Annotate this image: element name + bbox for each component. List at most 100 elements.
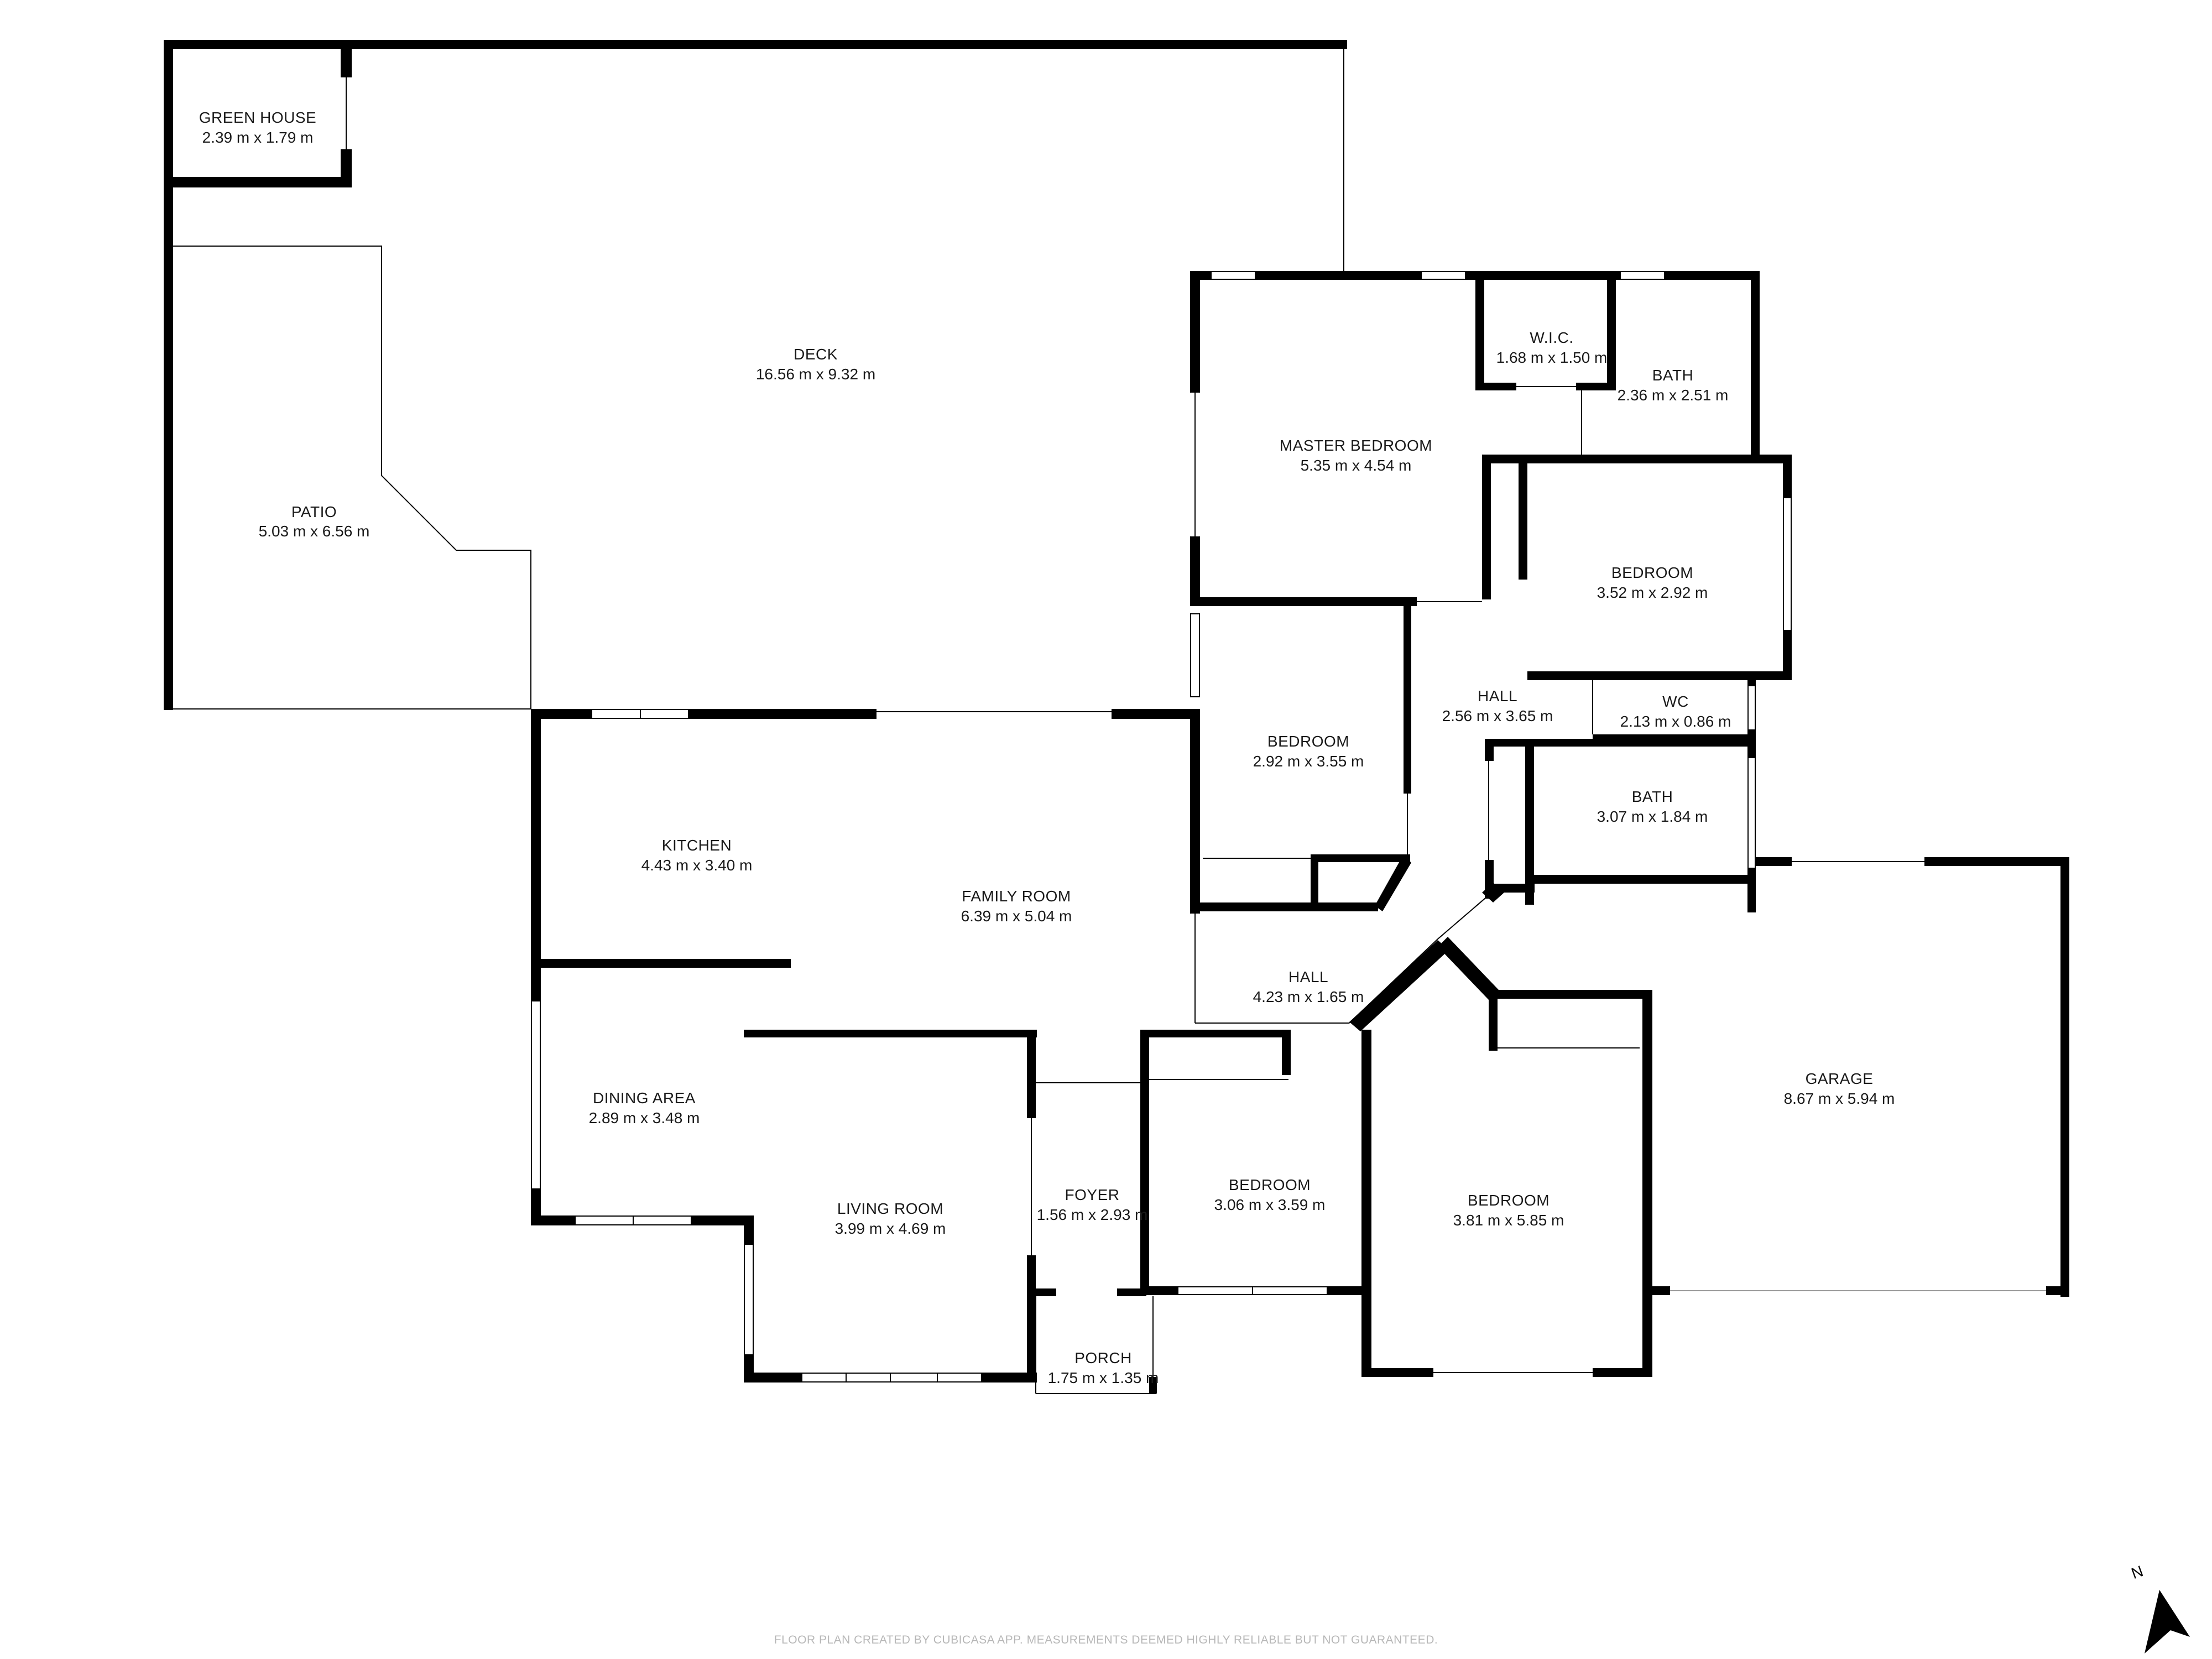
center-angle-wall xyxy=(1375,854,1411,911)
hall-south-dims: 4.23 m x 1.65 m xyxy=(1253,988,1364,1005)
se-bedroom-closet-north xyxy=(1489,990,1652,999)
se-bedroom-angle-wall xyxy=(1349,940,1449,1031)
center-closet-top xyxy=(1311,854,1410,862)
hall-south-label: HALL xyxy=(1288,968,1328,985)
dining-west-window xyxy=(531,1000,541,1190)
wic-label: W.I.C. xyxy=(1530,329,1573,346)
garage-south-wall-left xyxy=(1648,1286,1670,1295)
bath2-north-wall xyxy=(1485,739,1756,747)
bath2-window xyxy=(1747,757,1756,869)
south-bedroom-north-wall xyxy=(1140,1030,1290,1037)
east-bedroom-label: BEDROOM xyxy=(1611,564,1693,581)
center-bedroom-east-wall xyxy=(1404,597,1411,794)
deck-dims: 16.56 m x 9.32 m xyxy=(756,366,875,383)
east-bedroom-dims: 3.52 m x 2.92 m xyxy=(1597,584,1708,601)
se-bedroom-label: BEDROOM xyxy=(1468,1192,1550,1209)
kitchen-dims: 4.43 m x 3.40 m xyxy=(641,857,753,874)
bath2-outer-west-wall xyxy=(1485,739,1494,761)
se-bedroom-closet-west xyxy=(1489,990,1498,1051)
se-bedroom-dims: 3.81 m x 5.85 m xyxy=(1453,1212,1564,1229)
se-bedroom-angle-wall-2 xyxy=(1438,937,1499,1000)
center-bedroom-north-wall xyxy=(1190,597,1411,605)
living-east-wall xyxy=(1027,1030,1036,1118)
wc-dims: 2.13 m x 0.86 m xyxy=(1620,713,1731,730)
deck-label: DECK xyxy=(794,346,838,363)
hall-diag-line-2 xyxy=(1437,891,1494,940)
wic-east-wall xyxy=(1607,271,1616,390)
garage-angle-wall xyxy=(1482,883,1504,902)
south-bedroom-west-wall xyxy=(1140,1030,1149,1294)
master-bedroom-dims: 5.35 m x 4.54 m xyxy=(1301,457,1412,474)
wic-dims: 1.68 m x 1.50 m xyxy=(1496,349,1608,366)
north-arrow-icon: N xyxy=(2129,1562,2190,1653)
se-bedroom-south-wall-left xyxy=(1361,1368,1433,1377)
patio-label: PATIO xyxy=(291,503,337,520)
kitchen-counter-wall xyxy=(531,959,791,968)
master-west-wall-lower xyxy=(1190,536,1200,600)
garage-east-wall xyxy=(2060,857,2069,1297)
master-west-wall xyxy=(1190,271,1200,393)
living-west-window xyxy=(744,1244,754,1355)
outdoor-structure xyxy=(164,40,1347,710)
green-house-dims: 2.39 m x 1.79 m xyxy=(202,129,314,146)
green-house-label: GREEN HOUSE xyxy=(199,109,316,126)
se-bedroom-east-wall xyxy=(1642,990,1652,1377)
east-bedroom-inner-wall xyxy=(1519,463,1527,580)
kitchen-north-wall xyxy=(531,709,877,719)
master-bath-dims: 2.36 m x 2.51 m xyxy=(1618,387,1729,404)
deck-top-wall xyxy=(164,40,1347,49)
wic-south-wall xyxy=(1475,383,1516,390)
foyer-label: FOYER xyxy=(1065,1186,1120,1203)
family-north-wall xyxy=(1112,709,1200,719)
kitchen-west-wall xyxy=(531,709,541,969)
greenhouse-bottom-wall xyxy=(173,177,352,187)
living-south-window xyxy=(801,1373,982,1383)
dining-area-label: DINING AREA xyxy=(593,1089,696,1107)
wic-south-wall-right xyxy=(1576,383,1616,390)
east-bedroom-west-wall xyxy=(1482,455,1491,599)
porch-east-post xyxy=(1149,1377,1157,1394)
south-bedroom-closet-wall xyxy=(1282,1030,1291,1075)
south-bedroom-label: BEDROOM xyxy=(1229,1176,1311,1193)
bath-dims: 3.07 m x 1.84 m xyxy=(1597,808,1708,825)
living-east-wall-lower xyxy=(1027,1255,1036,1383)
living-north-wall xyxy=(744,1030,1037,1037)
garage-label: GARAGE xyxy=(1806,1070,1874,1087)
patio-dims: 5.03 m x 6.56 m xyxy=(259,523,370,540)
foyer-dims: 1.56 m x 2.93 m xyxy=(1037,1206,1148,1223)
center-bedroom-south-wall xyxy=(1190,902,1378,911)
dining-area-dims: 2.89 m x 3.48 m xyxy=(589,1109,700,1126)
footer-disclaimer: FLOOR PLAN CREATED BY CUBICASA APP. MEAS… xyxy=(774,1634,1438,1646)
foyer-entry-door xyxy=(1056,1288,1117,1296)
family-room-dims: 6.39 m x 5.04 m xyxy=(961,907,1072,925)
south-bedroom-dims: 3.06 m x 3.59 m xyxy=(1214,1196,1326,1213)
wc-label: WC xyxy=(1662,693,1689,710)
kitchen-label: KITCHEN xyxy=(662,837,732,854)
bath-label: BATH xyxy=(1632,788,1673,805)
master-bath-label: BATH xyxy=(1652,367,1694,384)
north-arrow-shape xyxy=(2145,1590,2190,1653)
se-bedroom-south-wall-right xyxy=(1593,1368,1652,1377)
living-room-dims: 3.99 m x 4.69 m xyxy=(835,1220,946,1237)
garage-north-wall-left xyxy=(1756,857,1792,866)
master-north-wall xyxy=(1190,271,1760,280)
compass-letter: N xyxy=(2129,1562,2146,1582)
garage-south-wall-right xyxy=(2046,1286,2069,1295)
master-north-window-2 xyxy=(1421,271,1466,280)
garage-dims: 8.67 m x 5.94 m xyxy=(1784,1090,1895,1107)
porch-dims: 1.75 m x 1.35 m xyxy=(1048,1369,1159,1386)
family-east-wall xyxy=(1190,709,1200,914)
room-labels: GREEN HOUSE 2.39 m x 1.79 m DECK 16.56 m… xyxy=(199,109,1895,1386)
master-bedroom-label: MASTER BEDROOM xyxy=(1280,437,1432,454)
bath-north-window xyxy=(1620,271,1665,280)
master-north-window-1 xyxy=(1211,271,1256,280)
windows xyxy=(531,271,1792,1383)
center-closet-div xyxy=(1311,854,1318,910)
family-room-label: FAMILY ROOM xyxy=(962,888,1071,905)
deck-left-wall xyxy=(164,40,173,710)
porch-label: PORCH xyxy=(1074,1349,1132,1366)
center-bedroom-window xyxy=(1190,613,1200,697)
center-bedroom-dims: 2.92 m x 3.55 m xyxy=(1253,753,1364,770)
hall-north-label: HALL xyxy=(1478,687,1517,705)
